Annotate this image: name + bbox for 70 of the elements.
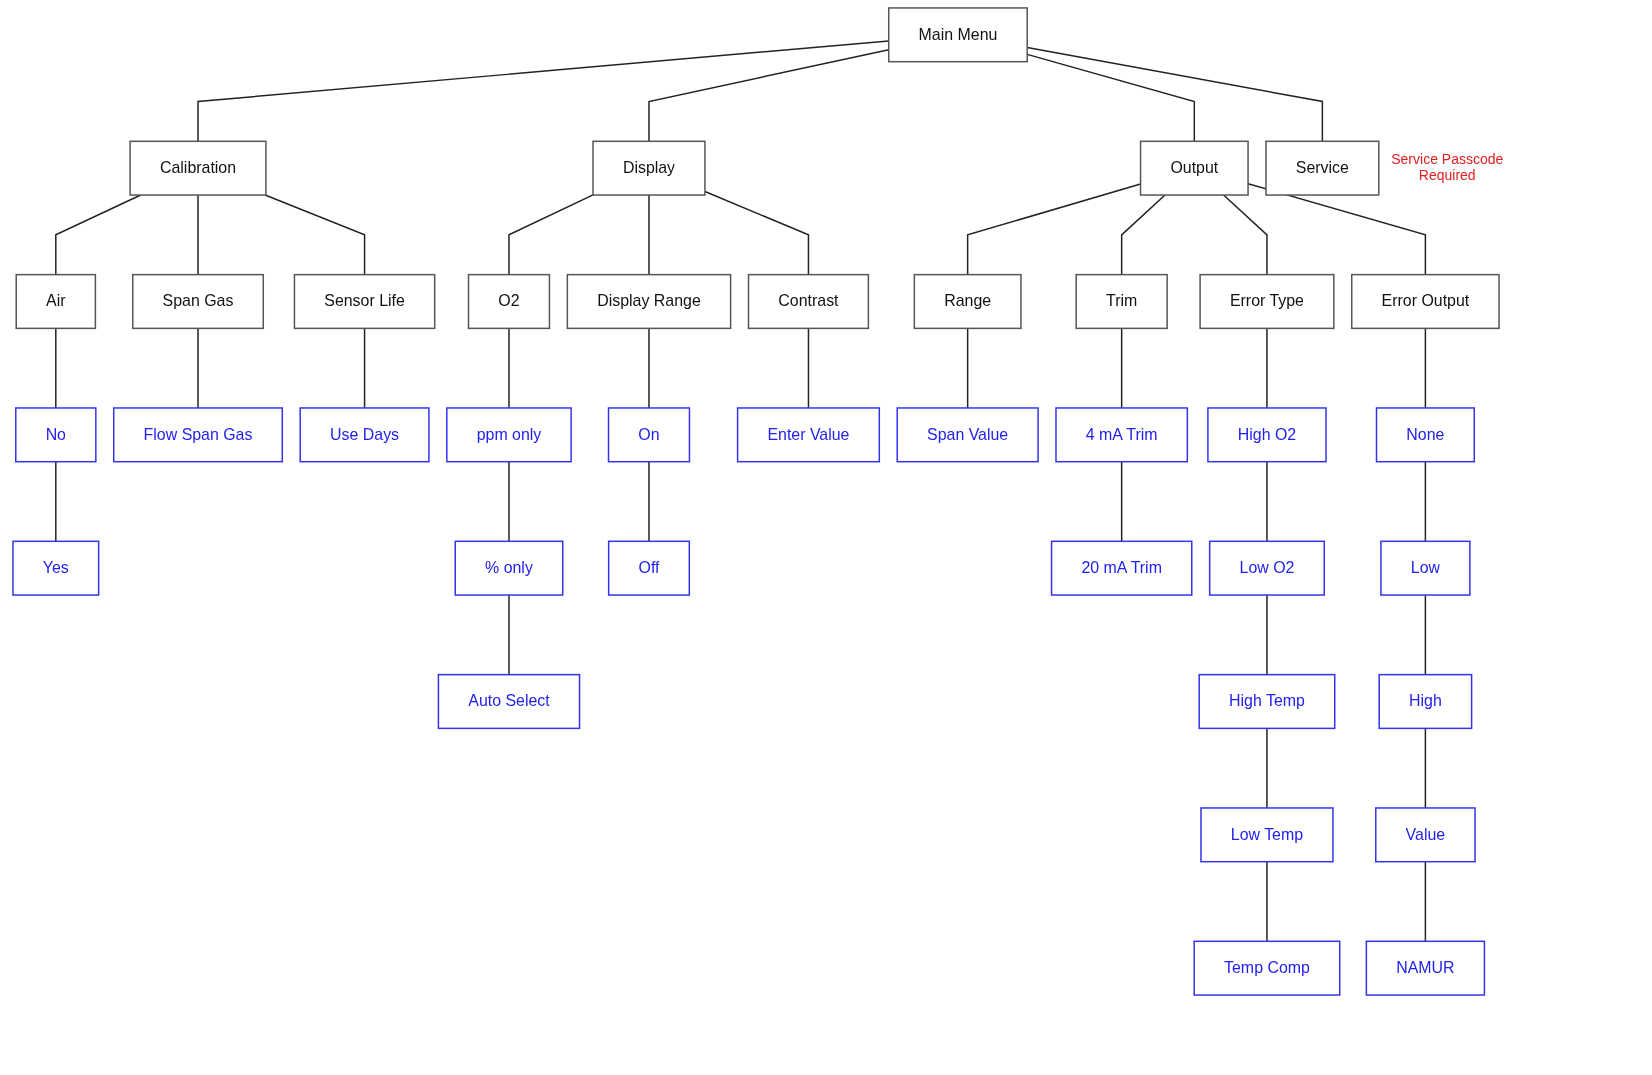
connector xyxy=(1266,860,1268,943)
node-box: Air xyxy=(15,273,97,330)
connector xyxy=(1120,460,1123,543)
node-box: Low xyxy=(1380,540,1471,596)
connector xyxy=(1266,327,1268,409)
connector xyxy=(197,194,199,276)
connector xyxy=(508,460,510,543)
node-box: Error Type xyxy=(1199,273,1335,330)
node-box: Main Menu xyxy=(888,7,1028,63)
connector xyxy=(1424,327,1427,409)
node-note: Service Passcode Required xyxy=(1390,151,1505,184)
connector xyxy=(1266,727,1268,809)
node-box: ppm only xyxy=(446,407,572,463)
connector xyxy=(1120,327,1123,409)
node-box: Temp Comp xyxy=(1193,940,1341,996)
connector xyxy=(55,194,142,276)
connector xyxy=(508,194,594,276)
node-box: Span Value xyxy=(896,407,1039,463)
node-box: High xyxy=(1378,673,1473,730)
node-box: Trim xyxy=(1075,273,1168,330)
node-box: % only xyxy=(454,540,564,596)
connector xyxy=(1424,860,1427,943)
node-box: Enter Value xyxy=(736,407,881,463)
node-box: High O2 xyxy=(1207,407,1327,463)
node-box: Off xyxy=(607,540,691,596)
node-box: Service xyxy=(1265,140,1380,196)
connector xyxy=(1424,727,1427,809)
connector xyxy=(363,327,366,409)
connector xyxy=(1266,594,1268,676)
node-box: Flow Span Gas xyxy=(113,407,284,463)
node-box: 20 mA Trim xyxy=(1050,540,1193,596)
node-box: Low Temp xyxy=(1200,807,1334,863)
node-box: Range xyxy=(913,273,1022,330)
node-box: Use Days xyxy=(299,407,430,463)
connector xyxy=(508,327,510,409)
connector xyxy=(807,327,810,409)
node-box: O2 xyxy=(467,273,551,330)
node-box: No xyxy=(15,407,97,463)
node-box: Yes xyxy=(12,540,100,596)
connector xyxy=(1222,194,1268,276)
node-box: Output xyxy=(1139,140,1249,196)
node-box: On xyxy=(607,407,691,463)
node-box: 4 mA Trim xyxy=(1055,407,1189,463)
node-box: Display Range xyxy=(566,273,732,330)
node-box: Value xyxy=(1375,807,1476,863)
node-box: Error Output xyxy=(1351,273,1500,330)
connector xyxy=(508,594,510,676)
connector xyxy=(966,327,969,409)
node-box: Calibration xyxy=(129,140,267,196)
node-box: None xyxy=(1375,407,1475,463)
node-box: High Temp xyxy=(1198,673,1336,730)
connector xyxy=(264,194,366,276)
node-box: Low O2 xyxy=(1208,540,1325,596)
connector xyxy=(55,460,57,543)
connector xyxy=(648,460,650,543)
connector xyxy=(1120,194,1166,276)
connector xyxy=(648,194,650,276)
connector xyxy=(1424,594,1427,676)
connector xyxy=(1266,460,1268,543)
node-box: NAMUR xyxy=(1365,940,1486,996)
connector xyxy=(648,327,650,409)
node-box: Contrast xyxy=(747,273,870,330)
connector xyxy=(1424,460,1427,543)
connector xyxy=(704,190,810,276)
node-box: Auto Select xyxy=(437,673,581,730)
node-box: Sensor Life xyxy=(293,273,436,330)
node-box: Display xyxy=(592,140,706,196)
connector xyxy=(197,327,199,409)
connector xyxy=(55,327,57,409)
node-box: Span Gas xyxy=(132,273,264,330)
